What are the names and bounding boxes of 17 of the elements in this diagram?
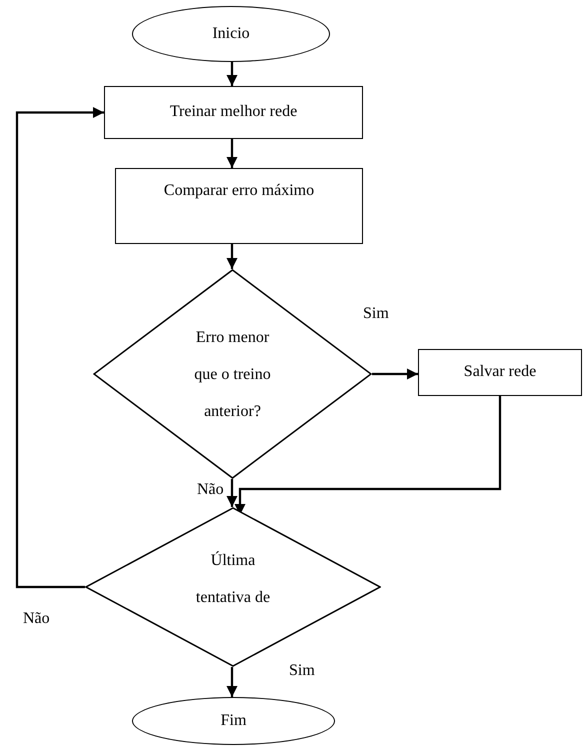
process-box — [104, 86, 363, 139]
arrow — [226, 479, 238, 507]
process-box — [418, 349, 582, 396]
arrow — [226, 667, 238, 697]
arrow — [226, 139, 238, 168]
node-text: Fim — [220, 710, 246, 731]
node-text: Erro menor que o treino anterior? — [193, 328, 272, 422]
node-text: Última tentativa de — [194, 550, 272, 608]
arrow — [16, 107, 104, 588]
node-text: Inicio — [212, 24, 250, 44]
arrow — [226, 244, 238, 269]
node-text: Salvar rede — [464, 362, 536, 382]
node-text: Treinar melhor rede — [170, 102, 298, 122]
node-text: Comparar erro máximo — [164, 181, 314, 201]
arrow — [372, 368, 418, 380]
arrow — [226, 62, 238, 86]
process-box — [115, 168, 363, 244]
